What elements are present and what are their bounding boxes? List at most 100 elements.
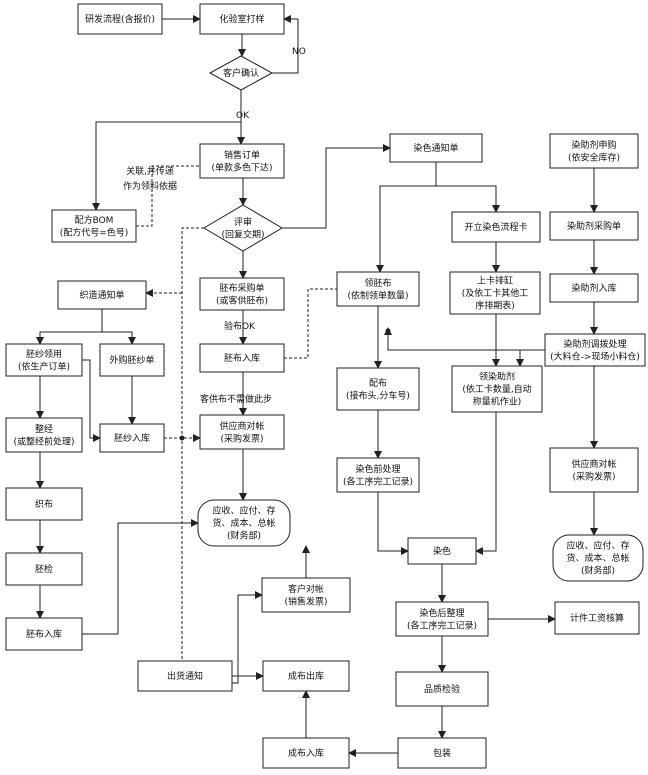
node-greige-inspect: 胚检 (5, 552, 83, 586)
node-text: (依生产订单) (18, 360, 70, 372)
node-text: (依安全库存) (568, 151, 620, 163)
node-shape (5, 617, 83, 651)
connector-arrow (282, 144, 391, 229)
node-text: 货、成本、总帐 (566, 552, 629, 564)
node-finance2: 应收、应付、存货、成本、总帐(财务部) (552, 534, 644, 582)
node-text: 开立染色流程卡 (464, 221, 527, 233)
node-shape (99, 343, 165, 377)
node-text: 整经 (35, 423, 53, 435)
node-yarn-issue: 胚纱领用(依生产订单) (5, 343, 83, 377)
node-weave-notice: 织造通知单 (57, 280, 147, 310)
node-text: (大料仓->现场小料仓) (550, 350, 640, 362)
node-text: (各工序完工记录) (407, 619, 477, 631)
node-shape (389, 133, 483, 163)
node-text: 品质检验 (424, 683, 460, 695)
node-text: (各工序完工记录) (343, 475, 413, 487)
connector-arrow (376, 162, 437, 273)
node-shape (77, 3, 163, 35)
node-text: 计件工资核算 (570, 612, 624, 624)
node-text: (配方代号=色号) (60, 226, 129, 238)
connector-arrow (82, 359, 101, 442)
label-ok: OK (236, 111, 250, 121)
node-text: (或客供胚布) (216, 294, 268, 306)
node-text: 外购胚纱单 (109, 354, 154, 366)
node-shape (208, 55, 274, 91)
node-formula-bom: 配方BOM(配方代号=色号) (51, 209, 137, 243)
node-warping: 整经(或整经前处理) (5, 417, 83, 453)
node-greige-po: 胚布采购单(或客供胚布) (199, 277, 285, 311)
connector-arrow (102, 331, 136, 345)
node-shape (549, 211, 639, 241)
flow-annotations: NO OK 关联,并传递 作为领料依据 验布OK 客供布不需做此步 (123, 47, 306, 405)
node-shape (449, 271, 541, 315)
node-chem-transfer: 染助剂调拨处理(大料仓->现场小料仓) (544, 333, 646, 367)
node-text: (依工卡数量,自动 (462, 383, 531, 395)
node-text: 胚布采购单 (219, 282, 264, 294)
node-shape (199, 3, 285, 35)
node-supplier-recon: 供应商对帐(采购发票) (199, 414, 285, 450)
node-yarn-in: 胚纱入库 (99, 423, 165, 453)
node-shape (261, 577, 351, 613)
node-text: 成布出库 (288, 670, 324, 682)
connector-arrow (92, 121, 241, 211)
node-text: 染助剂采购单 (567, 220, 621, 232)
node-text: 评审 (234, 216, 252, 228)
node-text: 货、成本、总帐 (212, 517, 275, 529)
node-text: (财务部) (581, 565, 615, 577)
node-text: (依制领单数量) (347, 289, 408, 301)
node-shape (199, 414, 285, 450)
node-greige-issue: 领胚布(依制领单数量) (336, 271, 420, 307)
node-text: 胚布入库 (224, 352, 260, 364)
node-shape (549, 133, 639, 169)
node-shape (203, 204, 283, 252)
node-text: 领胚布 (364, 277, 391, 289)
node-text: 客户确认 (223, 67, 259, 79)
label-inspect-ok: 验布OK (224, 320, 256, 332)
label-customer-supplied: 客供布不需做此步 (200, 393, 272, 405)
node-shape (544, 333, 646, 367)
node-text: 染助剂申购 (571, 139, 616, 151)
flow-connectors (36, 15, 598, 757)
node-text: (单款多色下达) (211, 161, 272, 173)
node-text: 染色通知单 (413, 142, 458, 154)
node-text: 胚布入库 (26, 628, 62, 640)
node-shape (397, 737, 487, 769)
node-shape (199, 277, 285, 311)
node-shape (262, 737, 350, 769)
connector-arrow (82, 519, 199, 635)
connector-arrow (181, 227, 204, 661)
label-link-basis-2: 作为领料依据 (123, 180, 177, 192)
node-text: 染色后整理 (419, 607, 464, 619)
node-shape (51, 209, 137, 243)
connector-arrow (272, 15, 299, 74)
flow-nodes: 研发流程(含报价)化验室打样客户确认销售订单(单款多色下达)配方BOM(配方代号… (5, 3, 646, 769)
node-rd-flow: 研发流程(含报价) (77, 3, 163, 35)
node-text: 胚纱领用 (26, 348, 62, 360)
node-text: (财务部) (227, 530, 261, 542)
node-text: 织造通知单 (79, 289, 124, 301)
node-shape (549, 447, 639, 493)
node-greige-in2: 胚布入库 (5, 617, 83, 651)
node-text: 序排期表) (475, 300, 515, 312)
node-text: 上卡排缸 (477, 275, 513, 287)
label-link-basis-1: 关联,并传递 (126, 165, 174, 177)
node-text: 称量机作业) (473, 396, 522, 408)
node-shape (554, 601, 640, 635)
node-text: 出货通知 (167, 670, 203, 682)
node-text: 包装 (433, 747, 451, 759)
node-ship-notice: 出货通知 (137, 660, 233, 692)
node-shape (395, 671, 489, 707)
node-supplier-recon2: 供应商对帐(采购发票) (549, 447, 639, 493)
node-text: 研发流程(含报价) (85, 13, 155, 25)
node-yarn-po: 外购胚纱单 (99, 343, 165, 377)
node-text: 染色前处理 (355, 463, 400, 475)
node-shape (552, 534, 644, 582)
node-pre-dye: 染色前处理(各工序完工记录) (336, 457, 420, 493)
connector-arrow (475, 412, 497, 555)
connector-arrow (136, 165, 200, 227)
connector-arrow (284, 288, 337, 359)
node-shape (199, 143, 285, 179)
